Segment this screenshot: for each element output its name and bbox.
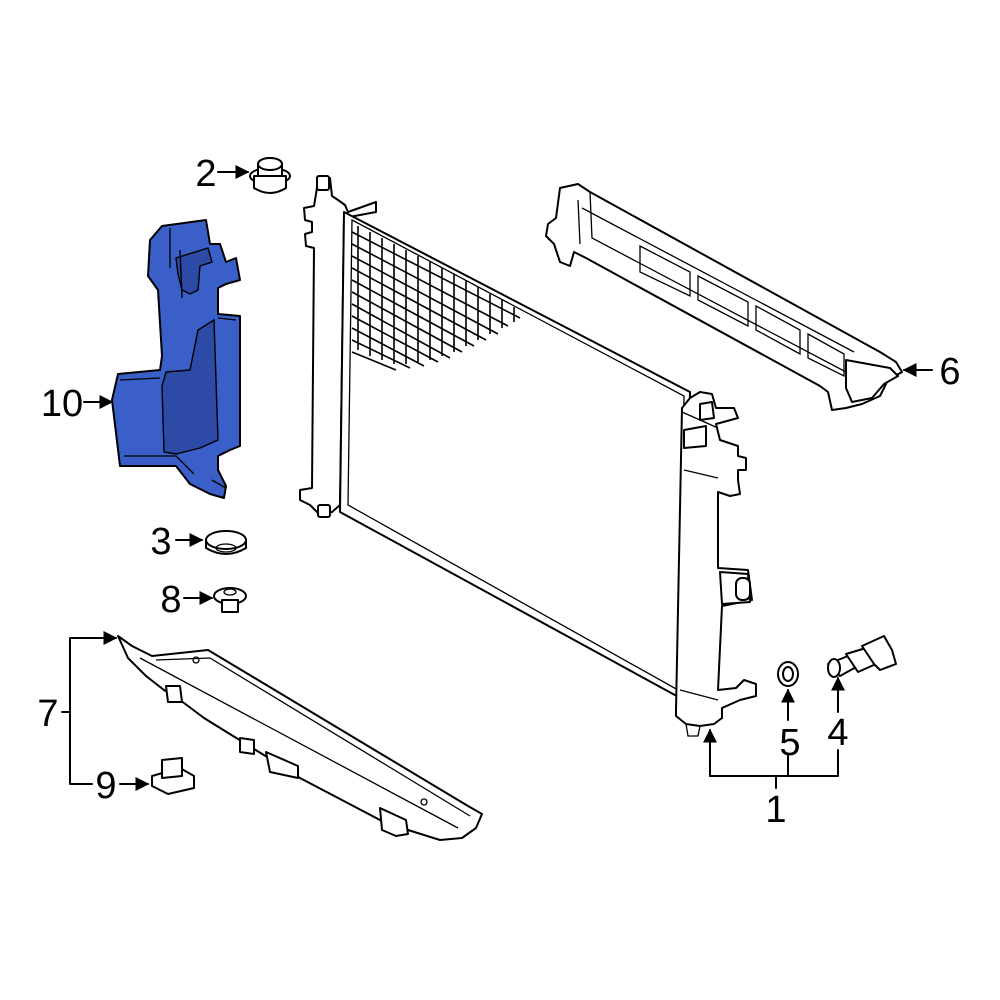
- callout-7: 7: [37, 693, 58, 735]
- callout-9: 9: [95, 765, 116, 807]
- callout-5: 5: [779, 722, 800, 764]
- callout-leaders: [61, 165, 933, 791]
- cushion-part-3: [205, 530, 247, 555]
- callout-numbers: 1 2 3 4 5 6 7 8 9 10: [37, 153, 960, 831]
- leader-7-lower: [69, 711, 93, 785]
- callout-4: 4: [827, 712, 848, 754]
- callout-2: 2: [195, 153, 216, 195]
- callout-3: 3: [150, 521, 171, 563]
- callout-8: 8: [160, 579, 181, 621]
- clip-part-8: [213, 587, 247, 613]
- leader-7: [69, 631, 118, 713]
- callout-6: 6: [939, 351, 960, 393]
- lower-support-part: [117, 635, 483, 841]
- o-ring-part-5: [777, 661, 799, 687]
- bracket-part-9: [151, 757, 195, 795]
- callout-1: 1: [765, 789, 786, 831]
- upper-support-part: [545, 183, 903, 411]
- callout-10: 10: [41, 383, 83, 425]
- drain-plug-part-4: [827, 635, 897, 678]
- grommet-part-2: [249, 157, 291, 194]
- radiator-part: [299, 175, 757, 737]
- air-guide-part-10: [111, 219, 241, 499]
